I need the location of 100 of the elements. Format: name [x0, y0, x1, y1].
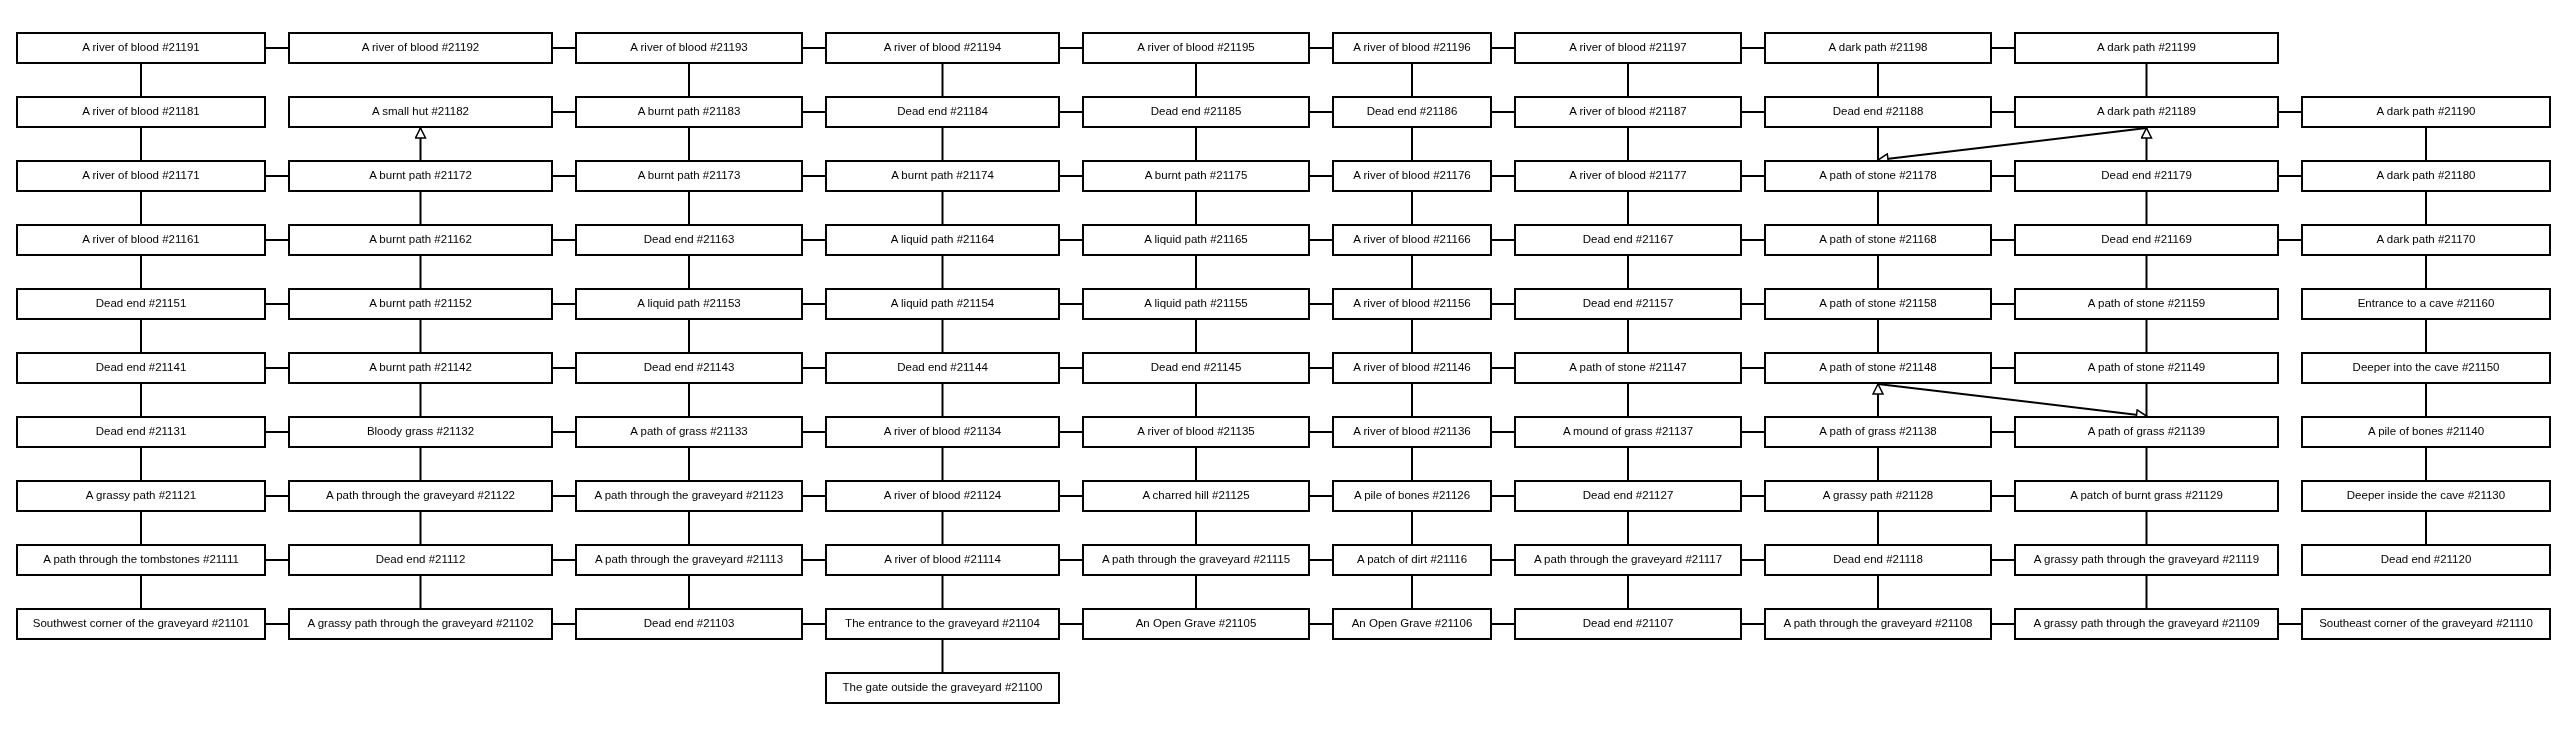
connector-line — [140, 63, 142, 97]
connector-line — [1877, 575, 1879, 609]
room-box: Dead end #21157 — [1514, 288, 1742, 320]
connector-line — [552, 623, 576, 625]
room-box: A small hut #21182 — [288, 96, 553, 128]
connector-line — [1309, 495, 1333, 497]
connector-line — [140, 319, 142, 353]
connector-line — [1877, 447, 1879, 481]
room-box: A river of blood #21134 — [825, 416, 1060, 448]
connector-line — [2145, 511, 2148, 545]
room-box: A river of blood #21136 — [1332, 416, 1492, 448]
connector-line — [1877, 63, 1879, 97]
connector-line — [265, 367, 289, 369]
room-box: A path of stone #21159 — [2014, 288, 2279, 320]
room-box: A path of grass #21138 — [1764, 416, 1992, 448]
connector-line — [1627, 255, 1629, 289]
room-box: A grassy path through the graveyard #21109 — [2014, 608, 2279, 640]
connector-line — [941, 575, 944, 609]
room-box: A river of blood #21177 — [1514, 160, 1742, 192]
connector-line — [1059, 431, 1083, 433]
connector-line — [941, 127, 944, 161]
connector-line — [1195, 447, 1197, 481]
connector-line — [1991, 47, 2015, 49]
connector-line — [2425, 447, 2427, 481]
connector-line — [265, 303, 289, 305]
connector-line — [1491, 623, 1515, 625]
connector-line — [1309, 239, 1333, 241]
connector-line — [941, 319, 944, 353]
connector-line — [1991, 303, 2015, 305]
connector-line — [2145, 383, 2148, 417]
connector-line — [688, 511, 690, 545]
room-box: Dead end #21144 — [825, 352, 1060, 384]
connector-line — [1491, 47, 1515, 49]
room-box: A burnt path #21175 — [1082, 160, 1310, 192]
connector-line — [1411, 191, 1413, 225]
room-box: A liquid path #21164 — [825, 224, 1060, 256]
room-box: A river of blood #21166 — [1332, 224, 1492, 256]
connector-line — [1059, 111, 1083, 113]
room-box: A liquid path #21165 — [1082, 224, 1310, 256]
room-box: An Open Grave #21105 — [1082, 608, 1310, 640]
connector-line — [802, 431, 826, 433]
connector-line — [802, 111, 826, 113]
connector-line — [2145, 319, 2148, 353]
room-box: A pile of bones #21140 — [2301, 416, 2551, 448]
room-box: A path through the graveyard #21122 — [288, 480, 553, 512]
room-box: A path through the graveyard #21123 — [575, 480, 803, 512]
connector-line — [1491, 559, 1515, 561]
connector-line — [1059, 47, 1083, 49]
connector-line — [1309, 431, 1333, 433]
room-box: A path of stone #21148 — [1764, 352, 1992, 384]
connector-line — [2425, 255, 2427, 289]
connector-line — [1627, 575, 1629, 609]
connector-line — [552, 303, 576, 305]
room-box: A path of stone #21147 — [1514, 352, 1742, 384]
room-box: A liquid path #21155 — [1082, 288, 1310, 320]
connector-line — [265, 239, 289, 241]
connector-line — [1627, 319, 1629, 353]
connector-line — [1309, 111, 1333, 113]
connector-line — [1627, 511, 1629, 545]
connector-line — [1741, 495, 1765, 497]
room-box: Dead end #21184 — [825, 96, 1060, 128]
connector-line — [1491, 175, 1515, 177]
room-box: A path of stone #21178 — [1764, 160, 1992, 192]
connector-line — [1195, 191, 1197, 225]
connector-line — [1059, 239, 1083, 241]
connector-line — [941, 383, 944, 417]
connector-line — [1627, 447, 1629, 481]
connector-line — [802, 623, 826, 625]
connector-line — [1877, 255, 1879, 289]
room-box: The gate outside the graveyard #21100 — [825, 672, 1060, 704]
room-box: A river of blood #21193 — [575, 32, 803, 64]
connector-line — [1741, 559, 1765, 561]
connector-line — [1195, 383, 1197, 417]
connector-line — [1491, 303, 1515, 305]
room-box: A liquid path #21154 — [825, 288, 1060, 320]
room-box: Entrance to a cave #21160 — [2301, 288, 2551, 320]
connector-line — [1309, 175, 1333, 177]
connector-line — [1411, 127, 1413, 161]
connector-line — [2145, 255, 2148, 289]
room-box: A grassy path #21121 — [16, 480, 266, 512]
room-box: A river of blood #21124 — [825, 480, 1060, 512]
connector-line — [688, 575, 690, 609]
connector-line — [2425, 319, 2427, 353]
connector-line — [1491, 431, 1515, 433]
connector-line — [802, 495, 826, 497]
connector-line — [1195, 319, 1197, 353]
room-box: A path through the graveyard #21113 — [575, 544, 803, 576]
room-box: A river of blood #21171 — [16, 160, 266, 192]
room-box: A mound of grass #21137 — [1514, 416, 1742, 448]
connector-line — [552, 239, 576, 241]
connector-line — [552, 111, 576, 113]
room-box: A dark path #21198 — [1764, 32, 1992, 64]
connector-line — [419, 447, 422, 481]
connector-line — [419, 319, 422, 353]
connector-line — [1991, 623, 2015, 625]
room-box: Dead end #21169 — [2014, 224, 2279, 256]
connector-line — [2145, 575, 2148, 609]
connector-line — [1411, 319, 1413, 353]
room-box: Dead end #21118 — [1764, 544, 1992, 576]
room-box: Dead end #21103 — [575, 608, 803, 640]
